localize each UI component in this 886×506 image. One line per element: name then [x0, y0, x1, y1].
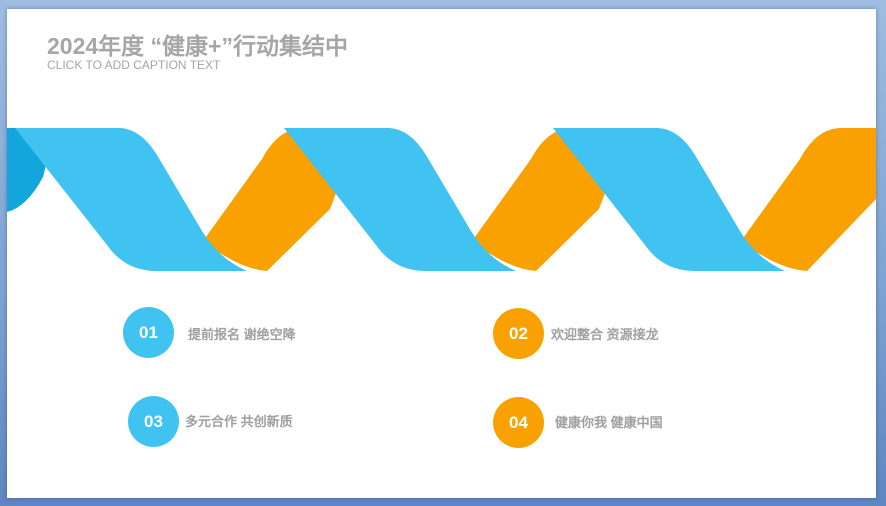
ribbon-blue-strand-1 [15, 128, 247, 271]
twisted-ribbon-graphic [7, 128, 876, 271]
item-04-badge: 04 [493, 397, 544, 448]
ribbon-blue-strand-2 [284, 128, 516, 271]
slide-title[interactable]: 2024年度 “健康+”行动集结中 [47, 33, 348, 59]
item-01-label[interactable]: 提前报名 谢绝空降 [188, 327, 296, 342]
item-03-label[interactable]: 多元合作 共创新质 [185, 414, 293, 429]
ribbon-orange-strand-3 [741, 128, 876, 271]
item-03-badge: 03 [128, 396, 179, 447]
item-02-badge: 02 [493, 308, 544, 359]
item-04-label[interactable]: 健康你我 健康中国 [555, 415, 663, 430]
item-02-label[interactable]: 欢迎整合 资源接龙 [551, 327, 659, 342]
slide: 2024年度 “健康+”行动集结中 CLICK TO ADD CAPTION T… [7, 9, 876, 498]
slide-subtitle[interactable]: CLICK TO ADD CAPTION TEXT [47, 58, 221, 72]
item-01-badge: 01 [123, 307, 174, 358]
ribbon-blue-strand-3 [553, 128, 785, 271]
